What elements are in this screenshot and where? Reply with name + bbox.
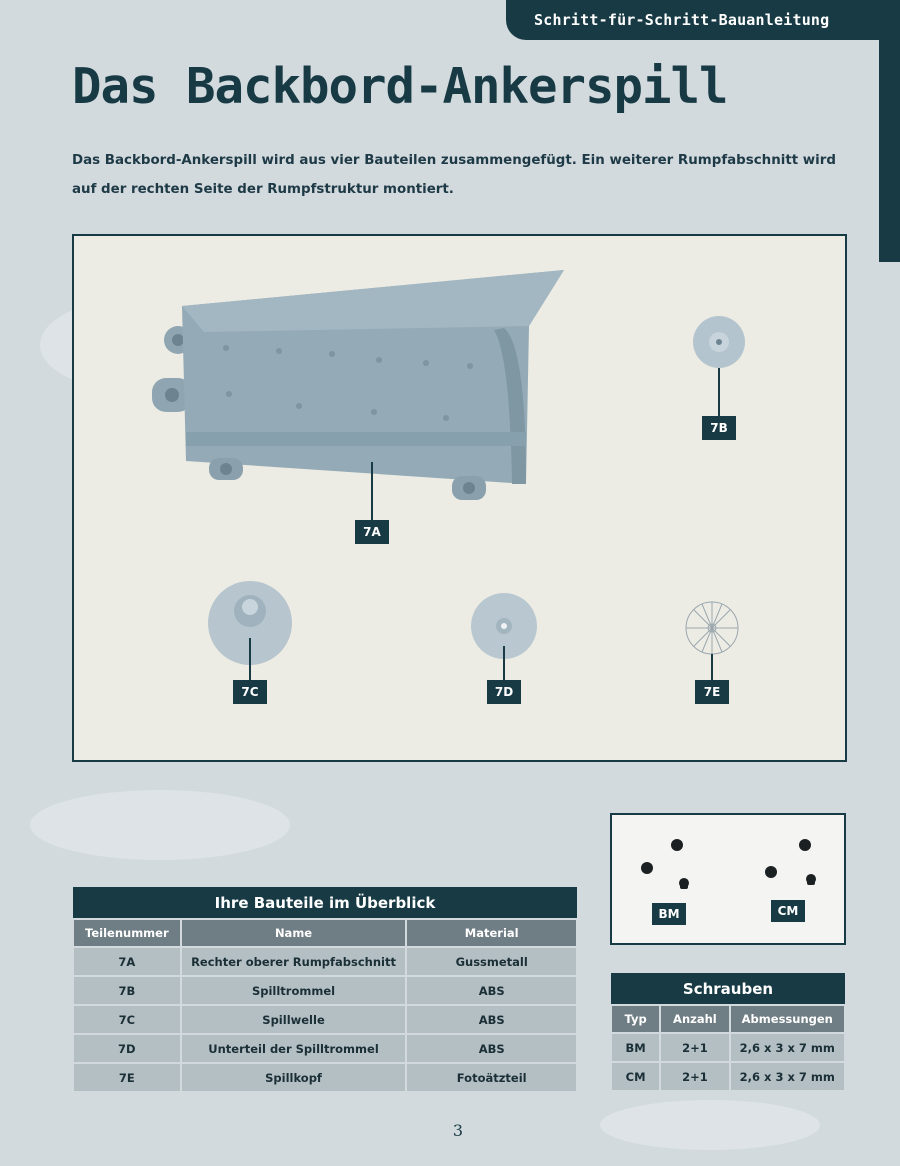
parts-overview-table: Ihre Bauteile im Überblick Teilenummer N…: [72, 887, 578, 1093]
part-material-cell: Fotoätzteil: [405, 1062, 578, 1093]
part-7c-image: [208, 581, 292, 680]
part-name-cell: Spilltrommel: [179, 975, 408, 1006]
page-number: 3: [452, 1121, 464, 1140]
label-7a: 7A: [355, 520, 389, 544]
table-row: CM 2+1 2,6 x 3 x 7 mm: [609, 1061, 847, 1092]
screw-type-cell: BM: [609, 1032, 662, 1063]
screw-cm-image: [765, 839, 816, 885]
page-title: Das Backbord-Ankerspill: [72, 58, 729, 115]
column-header-material: Material: [405, 918, 578, 948]
part-name-cell: Unterteil der Spilltrommel: [179, 1033, 408, 1064]
table-row: 7B Spilltrommel ABS: [72, 975, 578, 1006]
column-header-count: Anzahl: [659, 1004, 731, 1034]
column-header-name: Name: [179, 918, 408, 948]
side-accent-bar: [879, 40, 900, 262]
parts-photo-panel: 7A 7B 7C 7D 7E: [72, 234, 847, 762]
part-number-cell: 7D: [72, 1033, 182, 1064]
table-row: 7A Rechter oberer Rumpfabschnitt Gussmet…: [72, 946, 578, 977]
label-7d: 7D: [487, 680, 521, 704]
intro-text: Das Backbord-Ankerspill wird aus vier Ba…: [72, 153, 836, 197]
screw-dimensions-cell: 2,6 x 3 x 7 mm: [728, 1061, 847, 1092]
part-material-cell: ABS: [405, 1004, 578, 1035]
label-cm: CM: [771, 900, 805, 922]
table-row: 7D Unterteil der Spilltrommel ABS: [72, 1033, 578, 1064]
part-number-cell: 7B: [72, 975, 182, 1006]
label-7e: 7E: [695, 680, 729, 704]
parts-table-title: Ihre Bauteile im Überblick: [73, 887, 577, 919]
table-row: 7E Spillkopf Fotoätzteil: [72, 1062, 578, 1093]
background-texture: [30, 790, 290, 860]
column-header-type: Typ: [609, 1004, 662, 1034]
label-bm: BM: [652, 903, 686, 925]
part-number-cell: 7A: [72, 946, 182, 977]
part-name-cell: Spillwelle: [179, 1004, 408, 1035]
part-material-cell: ABS: [405, 975, 578, 1006]
screw-count-cell: 2+1: [659, 1061, 731, 1092]
screw-count-cell: 2+1: [659, 1032, 731, 1063]
part-7d-image: [471, 593, 537, 680]
part-number-cell: 7C: [72, 1004, 182, 1035]
screw-dimensions-cell: 2,6 x 3 x 7 mm: [728, 1032, 847, 1063]
screw-bm-image: [641, 839, 689, 889]
table-row: 7C Spillwelle ABS: [72, 1004, 578, 1035]
column-header-dimensions: Abmessungen: [728, 1004, 847, 1034]
screw-type-cell: CM: [609, 1061, 662, 1092]
label-7c: 7C: [233, 680, 267, 704]
screws-table: Schrauben Typ Anzahl Abmessungen BM 2+1 …: [609, 973, 847, 1092]
label-7b: 7B: [702, 416, 736, 440]
part-7a-image: [152, 270, 564, 520]
table-row: BM 2+1 2,6 x 3 x 7 mm: [609, 1032, 847, 1063]
part-material-cell: Gussmetall: [405, 946, 578, 977]
part-7e-image: [685, 601, 739, 680]
screws-table-title: Schrauben: [611, 973, 845, 1005]
part-7b-image: [693, 316, 745, 416]
column-header-part-number: Teilenummer: [72, 918, 182, 948]
screws-photo-box: BM CM: [610, 813, 846, 945]
part-number-cell: 7E: [72, 1062, 182, 1093]
part-name-cell: Spillkopf: [179, 1062, 408, 1093]
parts-illustration: [152, 270, 745, 680]
part-name-cell: Rechter oberer Rumpfabschnitt: [179, 946, 408, 977]
section-header-tab: Schritt-für-Schritt-Bauanleitung: [506, 0, 900, 40]
screws-illustration: [641, 839, 816, 889]
background-texture: [600, 1100, 820, 1150]
part-material-cell: ABS: [405, 1033, 578, 1064]
